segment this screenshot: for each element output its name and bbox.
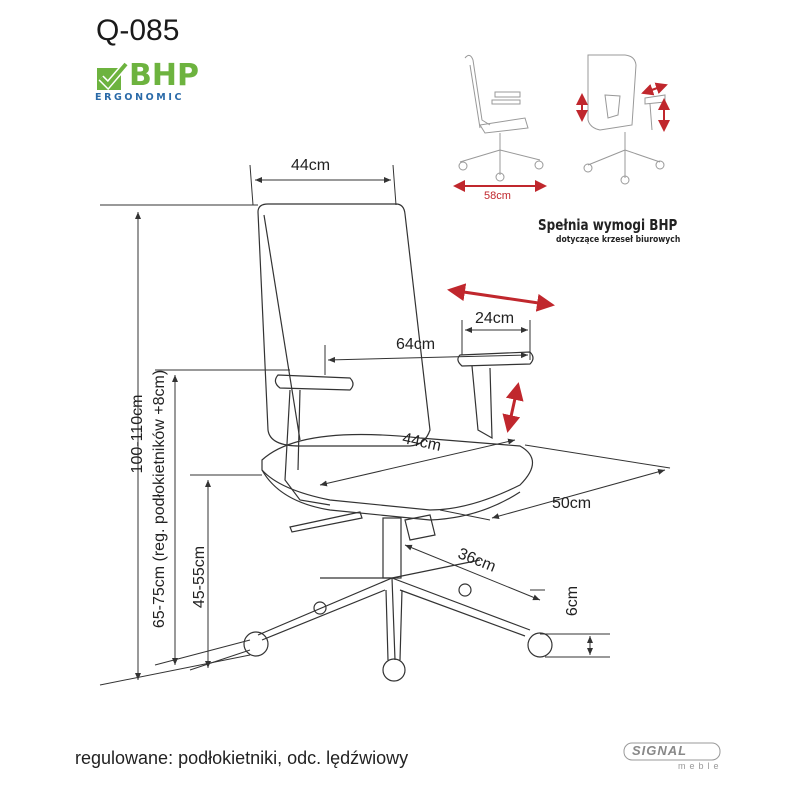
seat-depth-label: 50cm (552, 495, 592, 512)
base-radius-arrow (404, 544, 541, 601)
bhp-note-title: Spełnia wymogi BHP (538, 216, 678, 234)
signal-brand-logo: SIGNAL meble (622, 740, 722, 778)
brand-name: SIGNAL (632, 743, 688, 758)
armrest-height-adjust-arrow (502, 382, 524, 433)
bhp-logo-word: BHP (129, 58, 199, 93)
adjustable-features-text: regulowane: podłokietniki, odc. lędźwiow… (75, 748, 409, 768)
seat-height-label: 45-55cm (191, 545, 208, 609)
total-height-label: 100-110cm (129, 394, 146, 474)
armrest-length-label: 24cm (475, 310, 515, 327)
back-view-chair (583, 54, 666, 185)
armrest-height-label: 65-75cm (reg. podłokietników +8cm) (151, 369, 168, 629)
side-depth-label: 58cm (484, 190, 511, 202)
backrest-width-label: 44cm (291, 157, 331, 174)
bhp-note-subtitle: dotyczące krzeseł biurowych (556, 235, 681, 245)
armrest-slide-arrow (447, 283, 555, 312)
bhp-logo-subtitle: ERGONOMIC (95, 92, 185, 103)
back-view-adjust-arrows (576, 82, 670, 132)
model-title: Q-085 (96, 14, 180, 47)
brand-sub: meble (678, 761, 723, 771)
total-width-arrow (327, 352, 529, 363)
seat-depth-arrow (491, 468, 666, 520)
total-width-label: 64cm (396, 336, 436, 353)
bhp-ergonomic-logo: BHP ERGONOMIC (95, 58, 199, 103)
adjustment-arrows (447, 283, 555, 433)
side-view-chair (458, 54, 544, 182)
seat-width-arrow (319, 438, 516, 487)
checkmark-icon (97, 61, 129, 91)
wheel-height-label: 6cm (564, 585, 581, 617)
dimension-lines (99, 164, 671, 686)
